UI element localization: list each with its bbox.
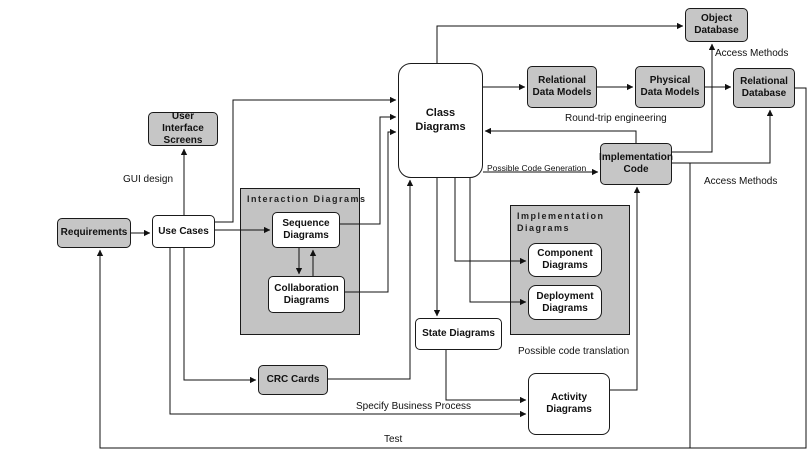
edge-label-round-trip-engineering: Round-trip engineering <box>565 113 667 124</box>
edge-collaboration-to-class <box>345 128 397 293</box>
edge-class-to-object-db <box>436 22 684 63</box>
edge-label-possible-code-translation: Possible code translation <box>518 346 630 357</box>
edge-label-test: Test <box>384 434 403 445</box>
edge-sequence-to-class <box>340 113 397 225</box>
node-object-database: Object Database <box>685 8 748 42</box>
edge-use-cases-to-activity-business-process <box>169 248 527 418</box>
node-use-cases: Use Cases <box>152 215 215 248</box>
edge-crc-to-class <box>328 179 414 380</box>
node-sequence-diagrams: Sequence Diagrams <box>272 212 340 248</box>
edge-test-feedback-loop <box>96 87 807 449</box>
node-activity-diagrams: Activity Diagrams <box>528 373 610 435</box>
edge-state-to-activity <box>445 350 527 404</box>
node-deployment-diagrams: Deployment Diagrams <box>528 285 602 320</box>
interaction-diagrams-group-title: Interaction Diagrams <box>247 194 367 204</box>
node-class-diagrams: Class Diagrams <box>398 63 483 178</box>
edge-activity-to-implementation-code-translation <box>610 186 641 391</box>
edge-use-cases-to-crc-cards <box>183 248 257 384</box>
edge-implementation-code-to-object-db <box>672 43 716 153</box>
edge-label-possible-code-generation: Possible Code Generation <box>487 163 587 173</box>
node-component-diagrams: Component Diagrams <box>528 243 602 277</box>
node-requirements: Requirements <box>57 218 131 248</box>
edge-implementation-code-to-relational-db <box>672 109 774 164</box>
edge-class-to-component <box>454 178 527 265</box>
edge-label-access-methods-object-db: Access Methods <box>715 48 789 59</box>
edge-implementation-code-to-class-roundtrip <box>484 127 637 143</box>
node-state-diagrams: State Diagrams <box>415 318 502 350</box>
implementation-diagrams-group-title: Implementation Diagrams <box>517 211 605 234</box>
edge-class-to-deployment <box>469 178 527 306</box>
node-crc-cards: CRC Cards <box>258 365 328 395</box>
node-relational-data-models: Relational Data Models <box>527 66 597 108</box>
node-collaboration-diagrams: Collaboration Diagrams <box>268 276 345 313</box>
edge-label-specify-business-process: Specify Business Process <box>356 401 472 412</box>
edge-label-gui-design: GUI design <box>123 174 174 185</box>
edge-label-access-methods-relational-db: Access Methods <box>704 176 778 187</box>
node-relational-database: Relational Database <box>733 68 795 108</box>
edge-use-cases-to-class <box>215 96 397 223</box>
node-user-interface-screens: User Interface Screens <box>148 111 218 146</box>
node-implementation-code: Implementation Code <box>599 143 673 185</box>
node-physical-data-models: Physical Data Models <box>635 66 705 108</box>
